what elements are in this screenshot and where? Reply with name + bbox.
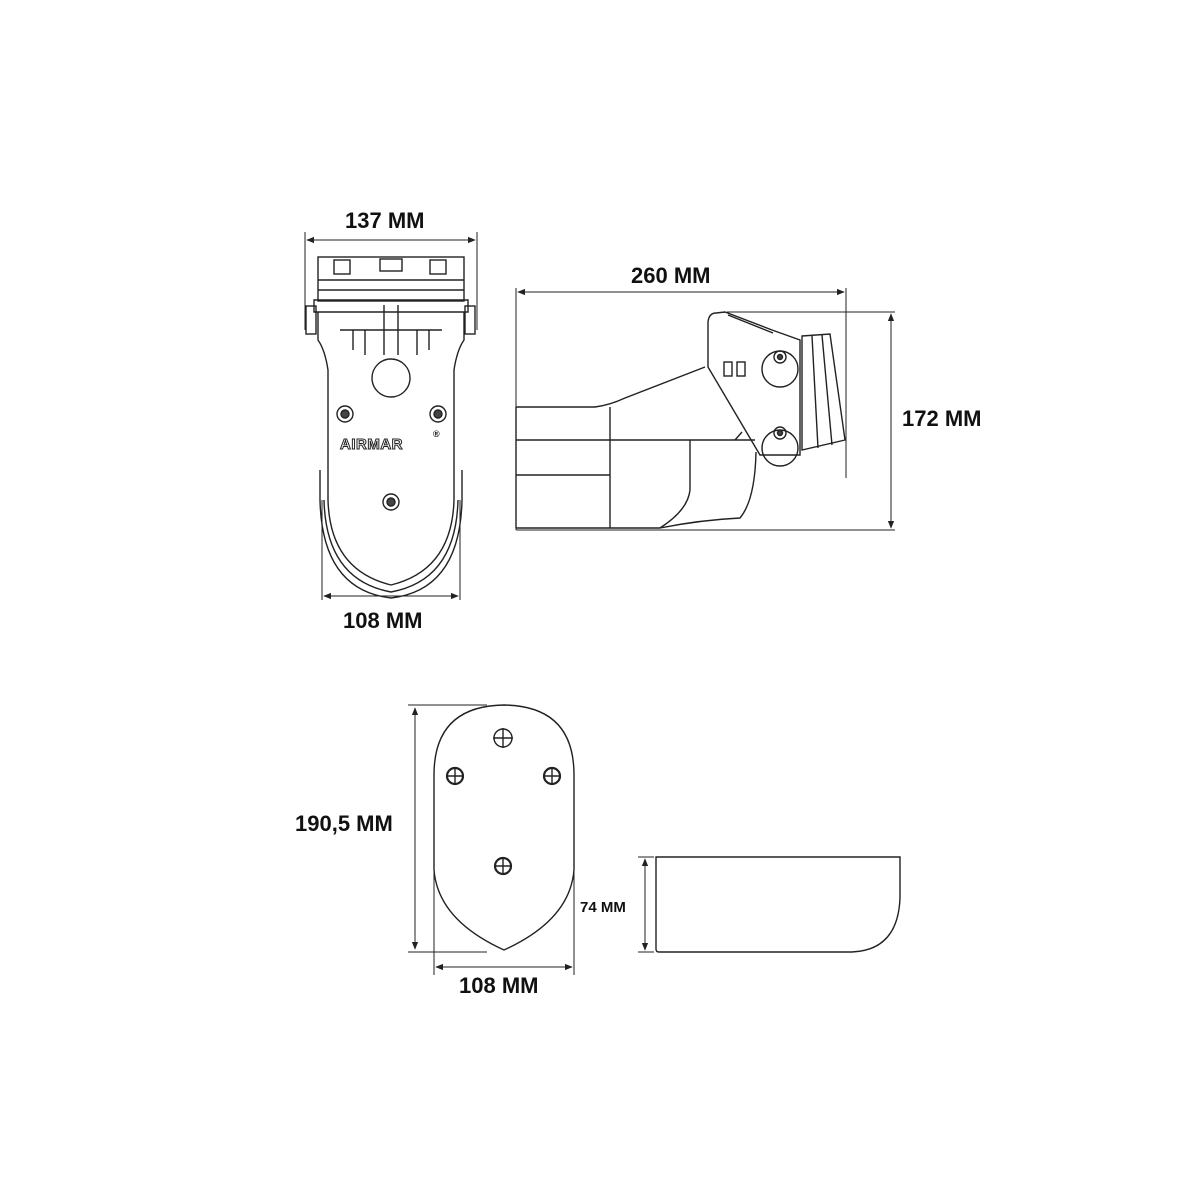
hole-top — [493, 728, 513, 748]
brand-logo: AIRMAR — [340, 436, 404, 454]
side-view — [515, 288, 895, 531]
front-bottom-width-label: 108 MM — [343, 608, 423, 633]
bottom-length-label: 190,5 MM — [295, 811, 393, 836]
hole-bottom — [493, 856, 513, 876]
hole-right — [542, 766, 562, 786]
side-height-label: 172 MM — [902, 406, 982, 431]
bottom-view — [408, 704, 575, 975]
profile-view — [638, 856, 901, 953]
hole-left — [445, 766, 465, 786]
side-length-label: 260 MM — [631, 263, 711, 288]
bottom-width-label: 108 MM — [459, 973, 539, 998]
front-top-width-label: 137 MM — [345, 208, 425, 233]
front-view — [304, 232, 478, 600]
profile-height-label: 74 MM — [580, 899, 626, 916]
registered-mark: ® — [433, 429, 440, 439]
